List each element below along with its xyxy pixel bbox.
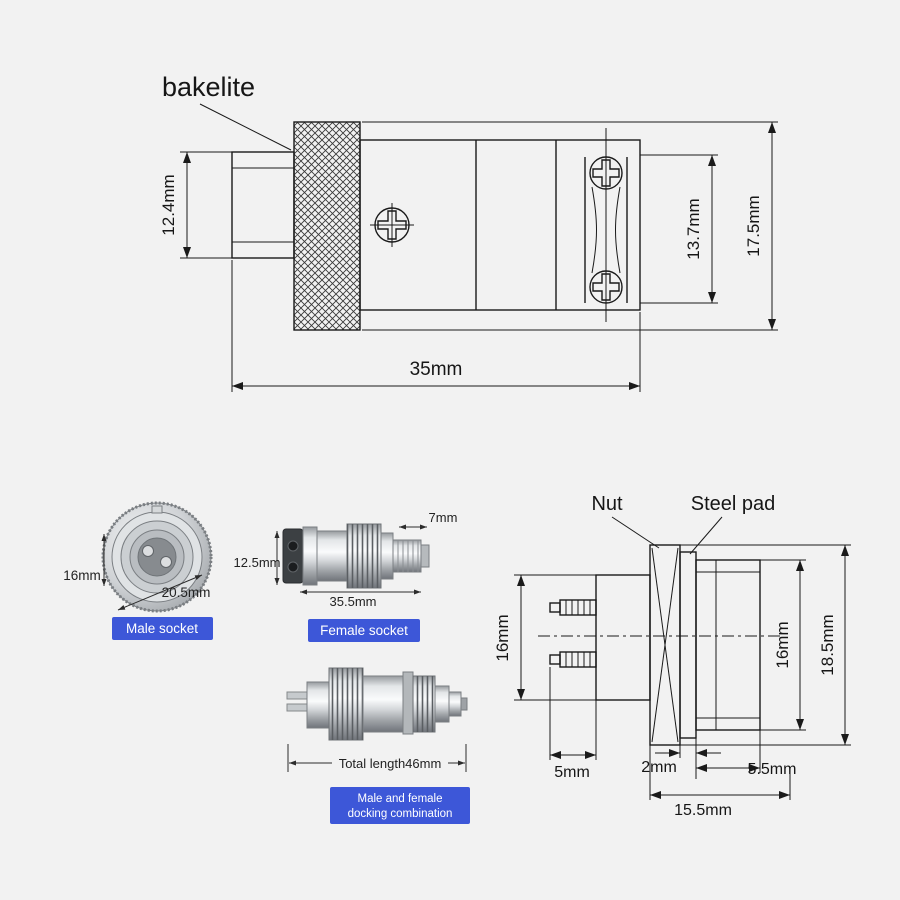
dim-label-male-outer: 20.5mm (162, 585, 211, 600)
dim-label-female-diameter: 12.5mm (234, 555, 281, 570)
dim-label-front-16: 16mm (773, 621, 792, 668)
female-face (282, 528, 304, 584)
dim-label-2: 2mm (641, 759, 677, 776)
solder-pins (549, 599, 597, 668)
dim-overall-length: 35mm (231, 260, 641, 392)
nut-flange (649, 544, 681, 746)
dim-label-17-5: 17.5mm (744, 195, 763, 256)
connector-body (359, 139, 641, 311)
dim-front-height: 16mm (760, 559, 806, 731)
pin (160, 556, 172, 568)
docking-badge-label-line1: Male and female (357, 793, 442, 805)
female-socket-badge (308, 619, 420, 642)
male-socket-badge-label: Male socket (126, 621, 198, 636)
dim-label-12-4: 12.4mm (159, 174, 178, 235)
bakelite-leader-line (199, 103, 292, 151)
socket-hole (287, 540, 299, 552)
socket-hole (287, 561, 299, 573)
docking-badge (330, 787, 470, 824)
set-screw (370, 203, 414, 247)
cable-clamp-screws (584, 128, 628, 322)
female-socket-photo: 7mm 12.5mm 35.5mm Female socket (234, 510, 458, 642)
bakelite-label: bakelite (162, 72, 255, 102)
dim-label-18-5: 18.5mm (818, 614, 837, 675)
dim-label-5-5: 5.5mm (748, 761, 797, 778)
dim-pin-length: 5mm (549, 667, 597, 781)
panel-socket-drawing: Nut Steel pad (493, 493, 851, 819)
steel-pad-leader-line (689, 516, 723, 555)
dim-label-13-7: 13.7mm (684, 198, 703, 259)
nut-label: Nut (591, 493, 623, 515)
dim-label-male-inner: 16mm (63, 568, 101, 583)
dim-screw-section: 13.7mm (640, 154, 718, 304)
pin (286, 703, 308, 712)
dim-insert-height: 12.4mm (159, 151, 232, 259)
dim-label-rear-16: 16mm (493, 614, 512, 661)
dim-label-15-5: 15.5mm (674, 802, 732, 819)
nut-leader-line (611, 516, 660, 549)
male-socket-photo: 16mm 20.5mm Male socket (63, 501, 213, 640)
female-socket-badge-label: Female socket (320, 623, 408, 638)
knurled-nut (293, 121, 361, 331)
dim-rear-height: 16mm (493, 574, 596, 701)
male-socket-badge (112, 617, 213, 640)
dim-overall-height: 17.5mm (362, 121, 778, 331)
top-connector-drawing: bakelite (159, 72, 778, 392)
dim-label-female-tail: 7mm (429, 510, 458, 525)
dim-pad-thickness: 2mm (641, 738, 721, 779)
dim-label-5: 5mm (554, 764, 590, 781)
steel-pad-label: Steel pad (691, 493, 776, 515)
docking-badge-label-line2: docking combination (348, 808, 453, 820)
dim-front-length: 5.5mm (696, 730, 796, 778)
threaded-tail (392, 539, 422, 573)
steel-pad-washer (679, 551, 697, 739)
dim-body-length: 15.5mm (649, 745, 791, 819)
dim-flange-height: 18.5mm (680, 544, 851, 746)
dim-label-female-length: 35.5mm (330, 594, 377, 609)
front-threaded-body (695, 559, 761, 731)
rear-body (595, 574, 651, 701)
dim-label-total-length: Total length46mm (339, 756, 442, 771)
pin (142, 545, 154, 557)
docking-combination-photo: Total length46mm Male and female docking… (286, 667, 470, 824)
pin (286, 691, 308, 700)
key-notch (151, 505, 163, 514)
dim-label-35: 35mm (410, 359, 463, 380)
